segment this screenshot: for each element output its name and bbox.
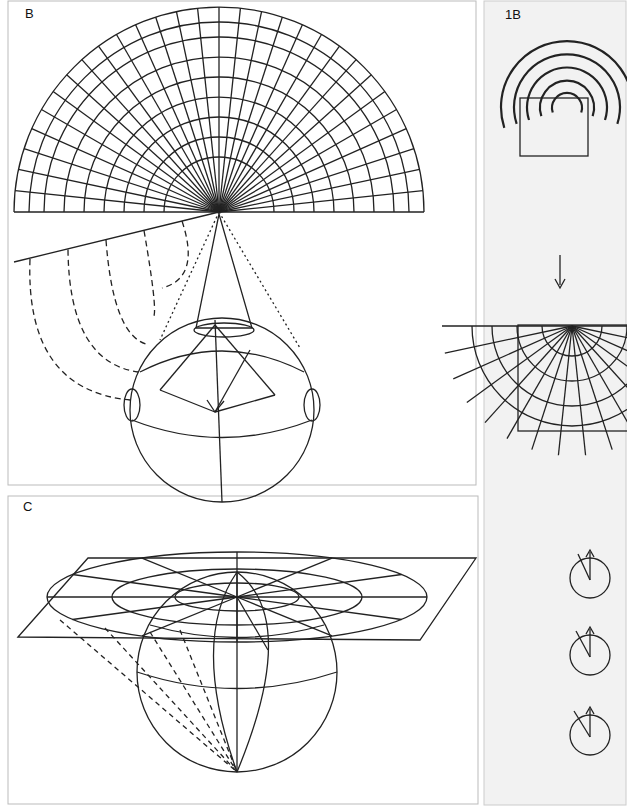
arrow-head (586, 550, 594, 557)
grid-ray (24, 149, 219, 212)
grid-arc (14, 7, 424, 212)
arrow-head (207, 400, 224, 412)
grid-ray (14, 211, 219, 212)
panel-frame (8, 1, 476, 485)
projection-arc (68, 250, 138, 373)
grid-ray (237, 597, 332, 636)
sphere (137, 572, 337, 772)
head (130, 318, 314, 502)
grid-ray (18, 169, 219, 212)
projection-ray (60, 620, 237, 772)
cone (196, 214, 252, 328)
grid-ray (32, 129, 219, 212)
head-line (215, 395, 275, 412)
ring-arc (527, 68, 607, 120)
grid-ray (117, 34, 220, 212)
head-line (215, 350, 250, 412)
meridian (236, 572, 237, 772)
grid-ray (442, 325, 572, 326)
grid-arc (542, 326, 602, 356)
grid-ray (219, 25, 302, 212)
grid-ray (219, 11, 262, 212)
projection-ray (150, 632, 237, 772)
gaze-arrow (576, 631, 590, 657)
grid-ray (15, 191, 219, 212)
gaze-arrow (574, 711, 590, 737)
gaze-arrow (589, 629, 590, 657)
panel-letter: B (25, 7, 34, 20)
head-line (160, 390, 215, 412)
projection-arc (144, 231, 155, 317)
grid-ray (219, 92, 385, 212)
gaze-arrow (589, 709, 590, 737)
grid-ray (532, 326, 572, 450)
grid-ray (507, 326, 572, 439)
grid-arc (492, 326, 627, 406)
grid-ray (219, 17, 282, 212)
dotted-ray (219, 212, 300, 348)
head-line (160, 325, 215, 390)
grid-ray (47, 596, 237, 597)
ear (124, 389, 140, 421)
panel-strip (484, 1, 626, 805)
arrow-head (586, 707, 594, 714)
gaze-arrow (589, 552, 590, 580)
arrow-head (555, 279, 565, 288)
grid-ray (219, 211, 424, 212)
grid-arc (472, 326, 627, 426)
ring-arc (552, 93, 582, 113)
projection-ray (105, 628, 237, 772)
projection-arc (106, 240, 146, 344)
dotted-ray (160, 212, 219, 340)
crop-box (520, 98, 588, 156)
grid-box (518, 325, 627, 431)
projection-arc (162, 221, 188, 288)
grid-ray (72, 575, 237, 598)
grid-ray (237, 596, 427, 597)
plane (18, 558, 476, 640)
projection-ray (180, 630, 237, 772)
panel-letter: C (23, 500, 32, 513)
grid-ray (219, 8, 240, 212)
grid-ray (453, 326, 572, 379)
ear (304, 389, 320, 421)
grid-ray (572, 325, 627, 326)
head-arc (132, 420, 312, 438)
gaze-arrow (578, 554, 590, 580)
grid-ray (136, 25, 219, 212)
arrow-shaft (559, 255, 560, 285)
ring-arc (514, 54, 620, 124)
vector (237, 597, 268, 650)
arrow-head (586, 627, 594, 634)
grid-ray (237, 575, 402, 598)
grid-ray (218, 7, 219, 212)
grid-ray (485, 326, 572, 423)
grid-ray (572, 326, 586, 455)
panel-frame (8, 496, 478, 804)
grid-ray (219, 129, 406, 212)
panel-letter: 1B (505, 8, 521, 21)
grid-ray (142, 558, 237, 597)
grid-arc (517, 326, 627, 381)
grid-ray (99, 46, 219, 212)
grid-ray (219, 60, 356, 212)
grid-ray (67, 75, 219, 212)
meridian (237, 572, 269, 772)
projection-arc (30, 259, 130, 400)
head-arc (140, 351, 304, 372)
grid-ray (219, 110, 397, 213)
